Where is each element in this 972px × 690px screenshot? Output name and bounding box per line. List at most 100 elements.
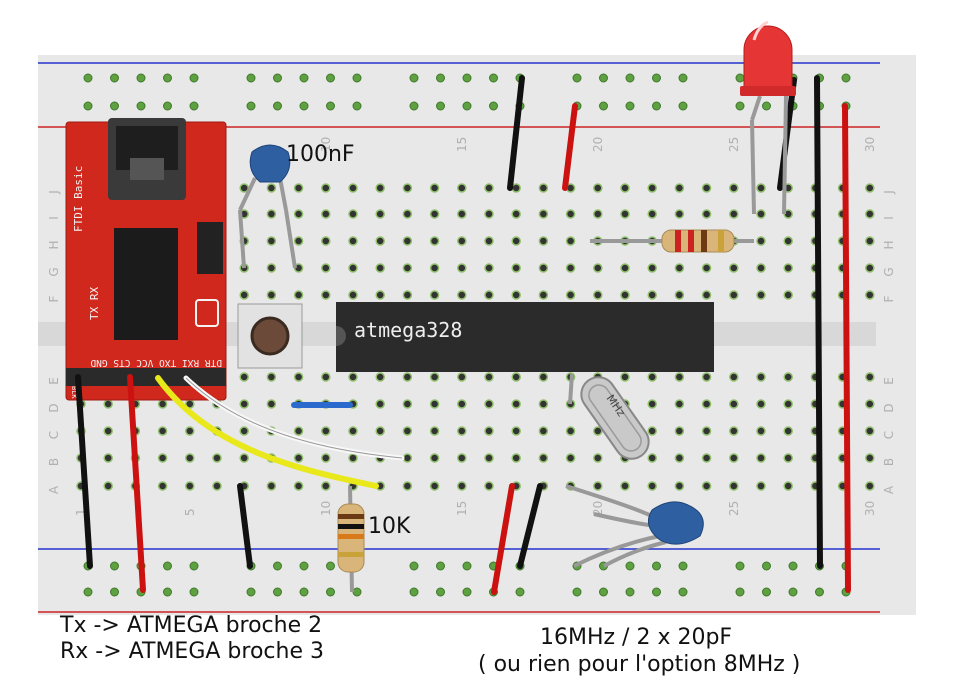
yellow-wire [155,375,379,489]
rail-hole [762,101,771,111]
tx-note: Tx -> ATMEGA broche 2 [60,613,323,638]
rail-hole [815,587,824,597]
breadboard-hole [729,372,739,382]
breadboard-hole [402,209,413,219]
breadboard-hole [729,183,739,193]
rail-hole [599,73,608,83]
breadboard-hole [266,183,277,193]
rail-hole [326,101,335,111]
row-letter: B [882,458,896,466]
breadboard-hole [674,183,685,193]
breadboard-hole [402,372,413,382]
breadboard-hole [484,290,494,300]
breadboard-hole [674,290,685,300]
row-letter: A [47,485,61,494]
breadboard-hole [157,481,168,491]
rail-hole [599,587,608,597]
rail-hole [841,73,851,83]
breadboard-hole [783,236,793,246]
breadboard-hole [756,426,766,436]
breadboard-hole [756,183,766,193]
breadboard-hole [756,290,766,300]
resistor-10k [337,485,365,593]
rail-hole [189,561,199,571]
row-letter: E [882,377,896,385]
crystal-note: 16MHz / 2 x 20pF [540,625,733,650]
breadboard-hole [103,399,113,409]
breadboard-hole [538,263,549,273]
rail-hole [273,587,282,597]
breadboard-hole [620,481,630,491]
breadboard-hole [266,290,277,300]
breadboard-hole [647,426,657,436]
breadboard-hole [865,481,875,491]
breadboard-hole [348,290,358,300]
breadboard-hole [511,236,521,246]
breadboard-hole [701,453,712,463]
rail-hole [489,101,498,111]
rail-hole [352,101,362,111]
rail-hole [110,587,119,597]
column-number: 10 [319,501,333,516]
reset-pushbutton [237,303,303,369]
rail-hole [409,73,419,83]
breadboard-hole [157,399,168,409]
breadboard-hole [674,372,685,382]
breadboard-hole [620,183,630,193]
breadboard-hole [457,183,467,193]
breadboard-hole [457,453,467,463]
breadboard-hole [239,372,249,382]
breadboard-hole [511,372,521,382]
breadboard-hole [538,399,549,409]
rail-hole [136,73,146,83]
breadboard-hole [293,236,304,246]
rail-hole [462,587,472,597]
rail-hole [163,101,172,111]
breadboard-hole [321,481,331,491]
rail-hole [436,101,445,111]
row-letter: I [882,216,896,220]
breadboard-hole [593,263,603,273]
column-number: 25 [727,137,741,152]
breadboard-hole [402,263,413,273]
rail-hole [273,101,282,111]
breadboard-hole [783,481,793,491]
rail-hole [189,587,199,597]
rail-hole [409,561,419,571]
capacitors-20pf [565,484,704,568]
breadboard-hole [701,290,712,300]
row-letter: C [882,431,896,439]
rail-hole [599,101,608,111]
breadboard-hole [266,263,277,273]
breadboard-hole [239,290,249,300]
rail-hole [163,587,172,597]
ftdi-pin-marks: BLK [70,386,78,399]
rail-hole [678,101,688,111]
rail-hole [326,587,335,597]
breadboard-hole [538,236,549,246]
breadboard-hole [402,399,413,409]
resistor-label: 10K [368,514,411,539]
led-resistor [590,229,754,253]
breadboard-hole [865,290,875,300]
chip-label: atmega328 [354,318,462,342]
breadboard-hole [565,426,576,436]
breadboard-hole [429,481,440,491]
breadboard-hole [593,453,603,463]
breadboard-hole [212,481,222,491]
breadboard-hole [239,426,249,436]
breadboard-hole [375,372,385,382]
breadboard-hole [565,263,576,273]
breadboard-hole [647,399,657,409]
breadboard-hole [783,426,793,436]
breadboard-hole [484,453,494,463]
breadboard-hole [538,290,549,300]
breadboard-hole [620,209,630,219]
breadboard-hole [348,263,358,273]
breadboard-hole [293,290,304,300]
rail-hole [246,101,256,111]
breadboard-hole [484,399,494,409]
breadboard-hole [429,290,440,300]
breadboard-hole [674,399,685,409]
